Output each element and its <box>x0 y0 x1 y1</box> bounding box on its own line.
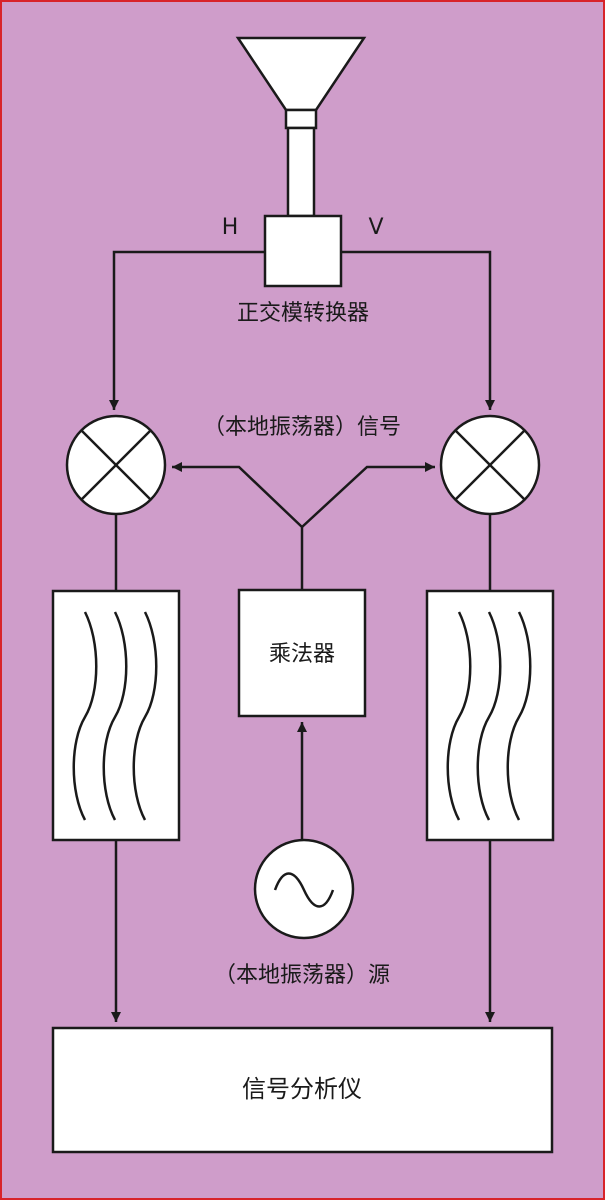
lo-source-label: （本地振荡器）源 <box>214 963 390 988</box>
h-label: H <box>222 215 239 240</box>
h-path-arrow <box>109 250 265 410</box>
lo-left-arrow <box>172 462 304 589</box>
v-label: V <box>368 215 383 240</box>
right-filter-icon <box>425 589 555 842</box>
multiplier-box <box>237 588 367 718</box>
signal-analyzer-label: 信号分析仪 <box>242 1075 362 1103</box>
signal-analyzer-box <box>51 1026 554 1154</box>
left-filter-icon <box>51 589 181 842</box>
right-mixer-icon <box>439 414 541 516</box>
lo-right-arrow <box>301 462 435 528</box>
horn-antenna-icon <box>235 36 367 218</box>
omt-label: 正交模转换器 <box>237 301 369 326</box>
lo-signal-label: （本地振荡器）信号 <box>203 415 401 440</box>
v-path-arrow <box>341 250 495 410</box>
omt-box <box>263 214 343 288</box>
sine-source-icon <box>253 838 355 940</box>
multiplier-label: 乘法器 <box>269 642 335 667</box>
left-mixer-icon <box>65 414 167 516</box>
